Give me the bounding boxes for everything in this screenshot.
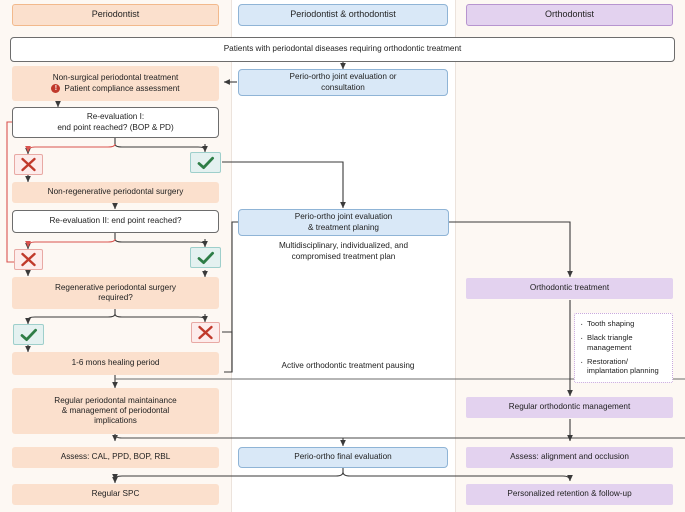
- node-orthodontic-treatment: Orthodontic treatment: [466, 278, 673, 299]
- check-mark-glyph: [20, 328, 37, 341]
- warning-exclamation-icon: !: [51, 84, 61, 94]
- regenerative-required-line1: Regenerative periodontal surgery: [54, 282, 177, 292]
- label-active-ortho-pausing: Active orthodontic treatment pausing: [258, 361, 438, 372]
- joint-evaluation-line1: Perio-ortho joint evaluation or: [289, 72, 397, 82]
- node-re-evaluation-2: Re-evaluation II: end point reached?: [12, 210, 219, 233]
- ortho-adjunct-bullet-list: Tooth shaping Black triangle management …: [574, 313, 673, 383]
- maintenance-line3: implications: [94, 416, 137, 426]
- ortho-adjunct-items: Tooth shaping Black triangle management …: [580, 318, 666, 377]
- ortho-adjunct-item-2: Restoration/ implantation planning: [580, 356, 666, 377]
- label-active-ortho-pausing-text: Active orthodontic treatment pausing: [281, 361, 415, 370]
- personalized-retention-label: Personalized retention & follow-up: [507, 489, 632, 499]
- node-entry-patients: Patients with periodontal diseases requi…: [10, 37, 675, 62]
- node-entry-patients-label: Patients with periodontal diseases requi…: [223, 44, 462, 54]
- check-mark-glyph: [197, 156, 214, 169]
- node-assess-alignment-occlusion: Assess: alignment and occlusion: [466, 447, 673, 468]
- node-regular-spc: Regular SPC: [12, 484, 219, 505]
- maintenance-line1: Regular periodontal maintainance: [54, 395, 177, 405]
- regenerative-required-line2: required?: [98, 293, 133, 302]
- lane-header-periodontist: Periodontist: [12, 4, 219, 26]
- node-healing-period: 1-6 mons healing period: [12, 352, 219, 375]
- joint-evaluation-line2: consultation: [321, 82, 365, 92]
- cross-mark-icon-reeval1: [14, 154, 43, 175]
- cross-mark-glyph: [21, 157, 36, 172]
- joint-planning-line2: & treatment planing: [307, 222, 379, 232]
- assess-periodontal-label: Assess: CAL, PPD, BOP, RBL: [60, 452, 171, 462]
- cross-mark-icon-regenerative: [191, 322, 220, 343]
- regular-spc-label: Regular SPC: [91, 489, 140, 499]
- node-re-evaluation-1: Re-evaluation I: end point reached? (BOP…: [12, 107, 219, 138]
- maintenance-line2: & management of periodontal: [61, 405, 170, 415]
- lane-header-perio-ortho: Periodontist & orthodontist: [238, 4, 448, 26]
- node-personalized-retention: Personalized retention & follow-up: [466, 484, 673, 505]
- ortho-adjunct-item-1: Black triangle management: [580, 332, 666, 353]
- plan-note-line1: Multidisciplinary, individualized, and: [278, 241, 409, 250]
- non-regenerative-surgery-label: Non-regenerative periodontal surgery: [47, 187, 184, 197]
- final-evaluation-label: Perio-ortho final evaluation: [294, 452, 392, 462]
- check-mark-glyph: [197, 251, 214, 264]
- lane-divider-right: [455, 0, 456, 512]
- patient-compliance-label: Patient compliance assessment: [64, 83, 180, 93]
- lane-header-periodontist-label: Periodontist: [91, 9, 140, 20]
- plan-note-line2: compromised treatment plan: [291, 251, 396, 261]
- regular-orthodontic-management-label: Regular orthodontic management: [508, 402, 631, 412]
- cross-mark-glyph: [21, 252, 36, 267]
- node-regenerative-surgery-required: Regenerative periodontal surgery require…: [12, 277, 219, 309]
- node-regular-orthodontic-management: Regular orthodontic management: [466, 397, 673, 418]
- lane-header-perio-ortho-label: Periodontist & orthodontist: [290, 9, 396, 20]
- re-evaluation-1-line2: end point reached? (BOP & PD): [57, 122, 174, 132]
- check-mark-icon-reeval2: [190, 247, 221, 268]
- re-evaluation-1-line1: Re-evaluation I:: [86, 112, 145, 122]
- check-mark-icon-reeval1: [190, 152, 221, 173]
- cross-mark-glyph: [198, 325, 213, 340]
- ortho-adjunct-item-0: Tooth shaping: [580, 318, 666, 331]
- re-evaluation-2-label: Re-evaluation II: end point reached?: [49, 216, 182, 226]
- healing-period-label: 1-6 mons healing period: [71, 358, 160, 368]
- assess-alignment-label: Assess: alignment and occlusion: [510, 452, 629, 462]
- node-non-surgical-periodontal-treatment: Non-surgical periodontal treatment ! Pat…: [12, 66, 219, 101]
- node-perio-ortho-final-evaluation: Perio-ortho final evaluation: [238, 447, 448, 468]
- node-non-regenerative-surgery: Non-regenerative periodontal surgery: [12, 182, 219, 203]
- non-surgical-title: Non-surgical periodontal treatment: [52, 73, 179, 83]
- joint-planning-line1: Perio-ortho joint evaluation: [294, 212, 393, 222]
- lane-header-orthodontist: Orthodontist: [466, 4, 673, 26]
- node-perio-ortho-joint-planning: Perio-ortho joint evaluation & treatment…: [238, 209, 449, 236]
- check-mark-icon-regenerative: [13, 324, 44, 345]
- cross-mark-icon-reeval2: [14, 249, 43, 270]
- node-assess-periodontal: Assess: CAL, PPD, BOP, RBL: [12, 447, 219, 468]
- node-regular-periodontal-maintenance: Regular periodontal maintainance & manag…: [12, 388, 219, 434]
- patient-compliance-row: ! Patient compliance assessment: [51, 83, 180, 94]
- plan-note: Multidisciplinary, individualized, and c…: [238, 241, 449, 262]
- node-perio-ortho-joint-evaluation: Perio-ortho joint evaluation or consulta…: [238, 69, 448, 96]
- lane-header-orthodontist-label: Orthodontist: [544, 9, 595, 20]
- orthodontic-treatment-label: Orthodontic treatment: [529, 283, 610, 293]
